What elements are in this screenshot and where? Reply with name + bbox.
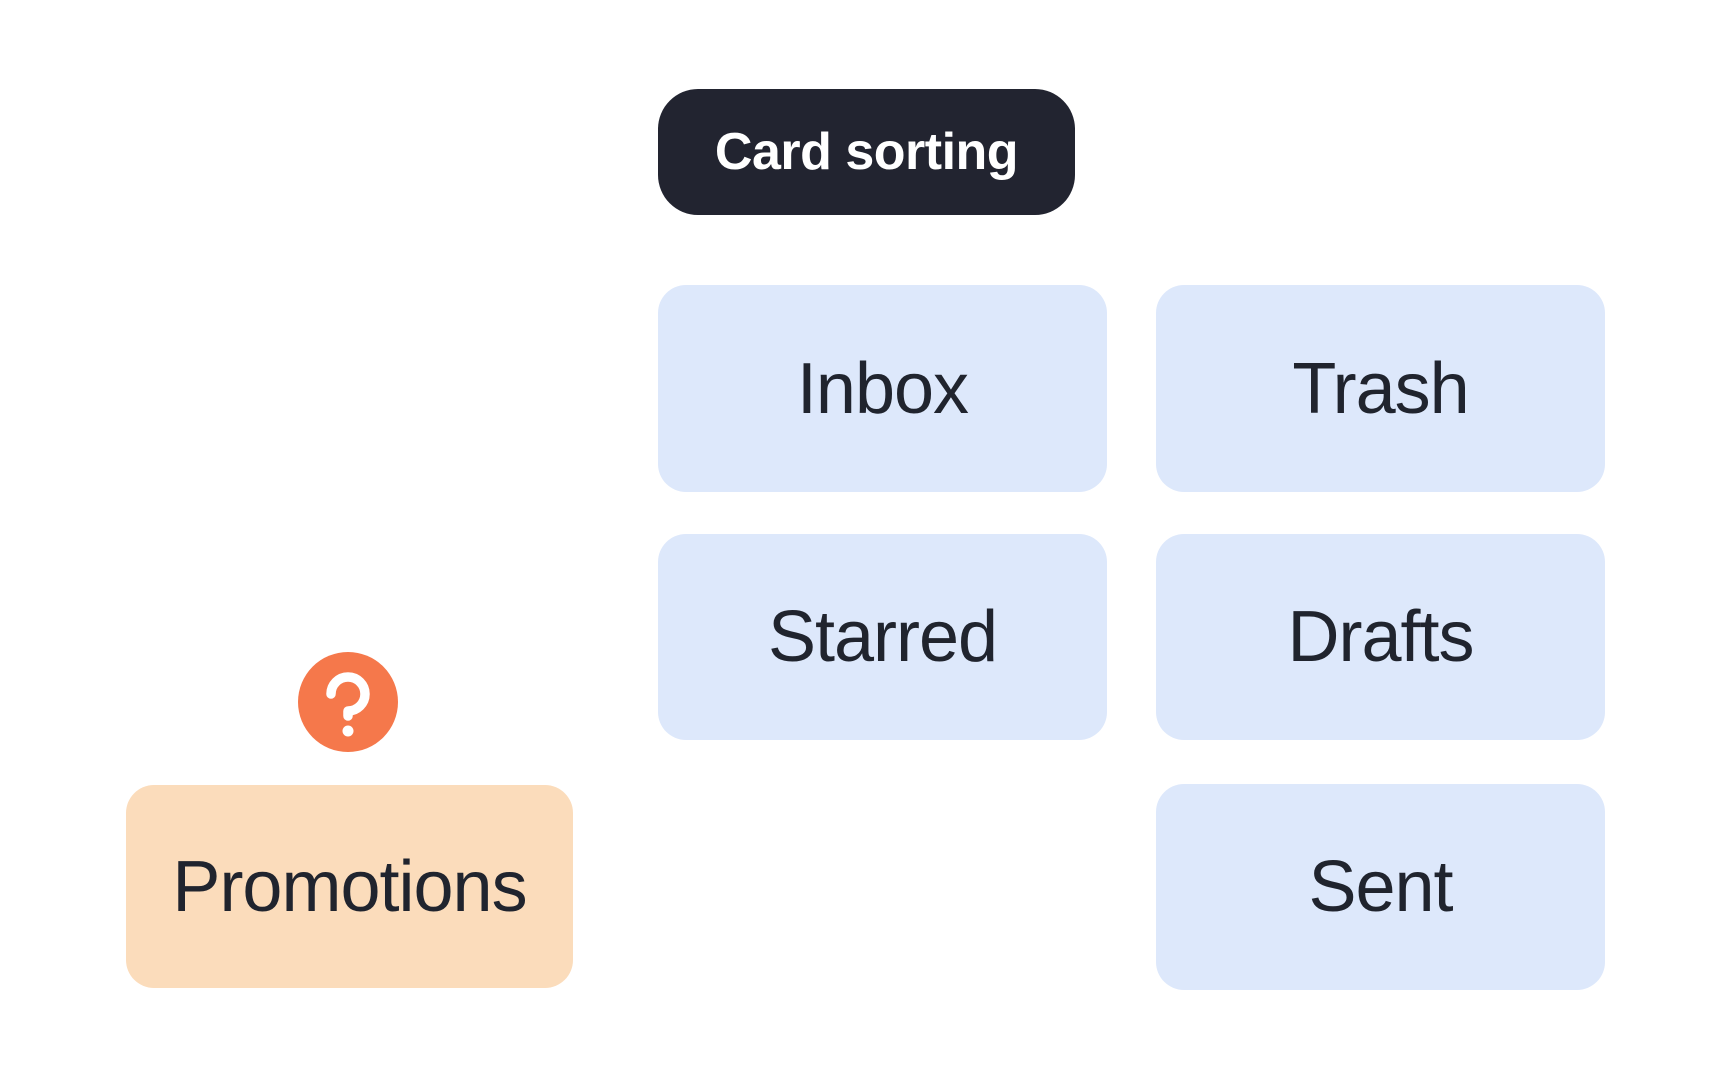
card-inbox-label: Inbox bbox=[796, 348, 969, 429]
card-sent[interactable]: Sent bbox=[1156, 784, 1605, 990]
question-mark-icon bbox=[326, 672, 370, 737]
card-trash-label: Trash bbox=[1292, 348, 1469, 429]
exercise-badge-label: Card sorting bbox=[714, 123, 1019, 181]
exercise-badge: Card sorting bbox=[658, 89, 1075, 215]
card-promotions-label: Promotions bbox=[172, 846, 527, 927]
card-promotions[interactable]: Promotions bbox=[126, 785, 573, 988]
card-inbox[interactable]: Inbox bbox=[658, 285, 1107, 492]
card-starred[interactable]: Starred bbox=[658, 534, 1107, 740]
question-marker[interactable] bbox=[298, 652, 398, 752]
card-drafts-label: Drafts bbox=[1287, 597, 1474, 677]
card-trash[interactable]: Trash bbox=[1156, 285, 1605, 492]
card-sent-label: Sent bbox=[1308, 847, 1453, 927]
card-starred-label: Starred bbox=[767, 597, 998, 677]
card-drafts[interactable]: Drafts bbox=[1156, 534, 1605, 740]
